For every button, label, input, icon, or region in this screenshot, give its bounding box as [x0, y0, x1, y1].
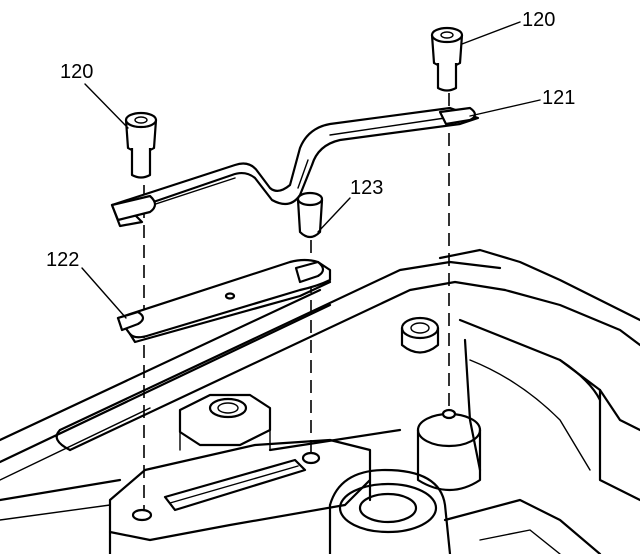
- leader-lines: [81, 21, 541, 319]
- pin-part: [296, 191, 324, 239]
- callout-120-right: 120: [522, 9, 555, 31]
- callout-122: 122: [46, 249, 79, 271]
- housing: [0, 248, 640, 554]
- callout-120-left: 120: [60, 61, 93, 83]
- callout-121: 121: [542, 87, 575, 109]
- bracket-part: [110, 106, 480, 228]
- bolt-left-part: [124, 111, 158, 179]
- bolt-right-part: [430, 26, 464, 92]
- callout-123: 123: [350, 177, 383, 199]
